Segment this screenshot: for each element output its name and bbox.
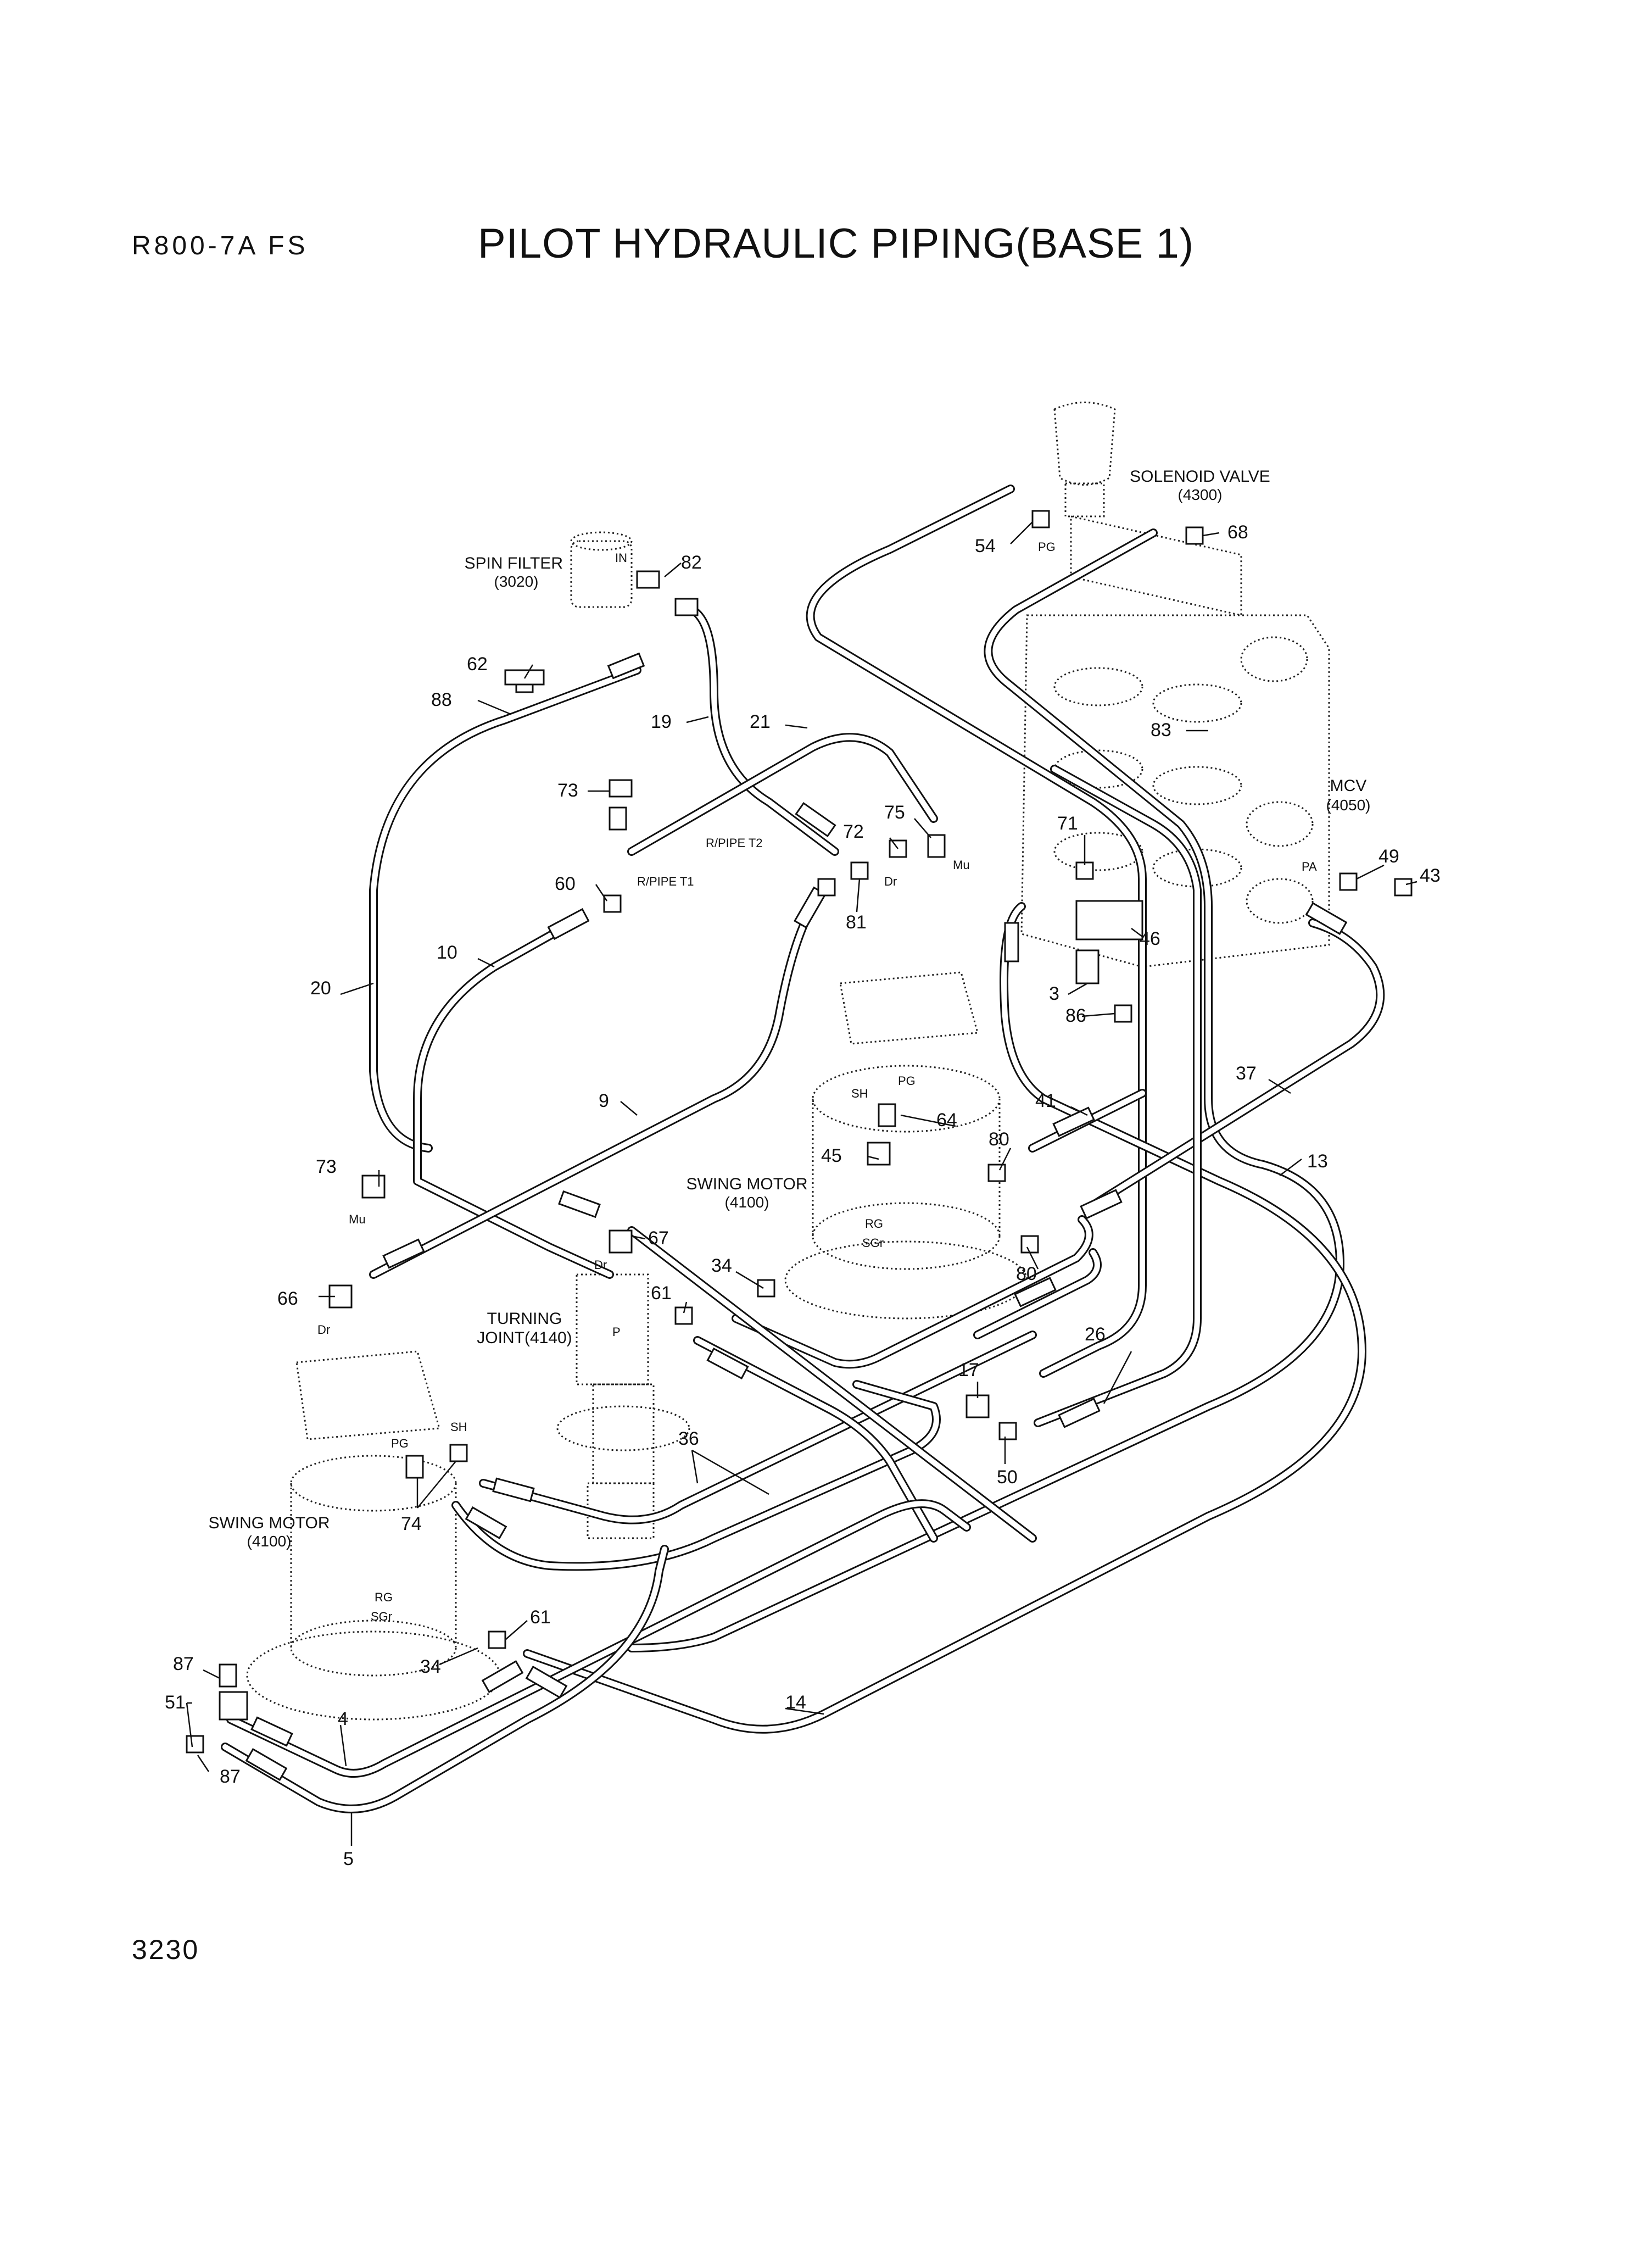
callout-88: 88 <box>431 689 452 710</box>
solenoid-valve-body <box>1053 402 1242 616</box>
callout-81: 81 <box>846 912 867 933</box>
port-rg-upper-label: RG <box>865 1217 883 1231</box>
port-mu-lower-label: Mu <box>349 1212 366 1226</box>
callout-19: 19 <box>651 711 672 732</box>
callout-14: 14 <box>785 1692 806 1713</box>
swing-motor-lower-code: (4100) <box>247 1533 292 1550</box>
port-labels: IN PG R/PIPE T2 R/PIPE T1 Dr Mu PA SH PG… <box>317 540 1317 1623</box>
port-pa-label: PA <box>1302 860 1317 873</box>
callout-72: 72 <box>843 821 864 842</box>
page-number: 3230 <box>132 1934 200 1965</box>
port-sh-lower-label: SH <box>450 1420 467 1434</box>
port-sgr-lower-label: SGr <box>371 1610 392 1623</box>
spin-filter-label: SPIN FILTER <box>465 554 563 572</box>
leader-lines <box>186 521 1417 1846</box>
callout-60: 60 <box>555 873 576 894</box>
callout-83: 83 <box>1151 720 1171 741</box>
port-dr-label: Dr <box>884 875 897 888</box>
fittings <box>186 510 1413 1754</box>
callout-80-mid: 80 <box>1016 1264 1037 1284</box>
callout-87-bottom: 87 <box>220 1766 241 1787</box>
callout-46: 46 <box>1140 928 1160 949</box>
swing-motor-lower-label: SWING MOTOR <box>208 1514 330 1532</box>
turning-joint-body <box>556 1273 690 1539</box>
port-pg-upper-label: PG <box>898 1074 916 1088</box>
callout-61-low: 61 <box>530 1607 551 1628</box>
component-labels: SPIN FILTER (3020) SOLENOID VALVE (4300)… <box>208 467 1370 1550</box>
callout-62: 62 <box>467 654 488 675</box>
callout-64: 64 <box>936 1110 957 1131</box>
callout-9: 9 <box>599 1090 609 1111</box>
port-pg-label: PG <box>1038 540 1056 554</box>
callout-86: 86 <box>1065 1005 1086 1026</box>
callout-68: 68 <box>1227 522 1248 543</box>
port-rpipe-t2-label: R/PIPE T2 <box>706 836 763 850</box>
port-rg-lower-label: RG <box>375 1590 393 1604</box>
swing-motor-upper-label: SWING MOTOR <box>686 1175 807 1193</box>
callout-74: 74 <box>401 1513 422 1534</box>
callout-61-mid: 61 <box>651 1283 672 1304</box>
callout-45: 45 <box>821 1145 842 1166</box>
spin-filter-code: (3020) <box>494 573 539 590</box>
callout-13: 13 <box>1307 1151 1328 1172</box>
callout-41: 41 <box>1035 1090 1056 1111</box>
callout-numbers: 54 68 82 62 88 19 21 83 73 72 75 60 81 7… <box>165 522 1441 1869</box>
mcv-label: MCV <box>1330 777 1367 795</box>
port-dr-turning-label: Dr <box>594 1258 607 1272</box>
callout-37: 37 <box>1236 1063 1257 1084</box>
spin-filter-body <box>570 531 633 608</box>
callout-21: 21 <box>750 711 771 732</box>
callout-73-left: 73 <box>316 1156 337 1177</box>
callout-20: 20 <box>310 978 331 999</box>
swing-motor-upper-code: (4100) <box>725 1194 769 1211</box>
callout-17: 17 <box>958 1360 979 1381</box>
hose-lines <box>221 485 1385 1813</box>
callout-5: 5 <box>343 1849 354 1869</box>
callout-4: 4 <box>338 1708 348 1729</box>
callout-80-top: 80 <box>989 1129 1009 1150</box>
port-dr-lower-label: Dr <box>317 1323 330 1337</box>
model-code: R800-7A FS <box>132 231 309 260</box>
port-mu-label: Mu <box>953 858 970 872</box>
callout-75: 75 <box>884 802 905 823</box>
callout-54: 54 <box>975 536 996 556</box>
turning-joint-code: JOINT(4140) <box>477 1329 572 1347</box>
callout-26: 26 <box>1085 1324 1106 1345</box>
callout-73-top: 73 <box>557 780 578 801</box>
callout-43: 43 <box>1420 865 1441 886</box>
callout-66: 66 <box>277 1288 298 1309</box>
port-sgr-upper-label: SGr <box>862 1236 884 1250</box>
port-sh-label: SH <box>851 1087 868 1100</box>
callout-51: 51 <box>165 1692 186 1713</box>
callout-3: 3 <box>1049 983 1059 1004</box>
port-rpipe-t1-label: R/PIPE T1 <box>637 875 694 888</box>
mcv-body <box>1020 614 1330 968</box>
solenoid-valve-label: SOLENOID VALVE <box>1130 467 1270 486</box>
mcv-code: (4050) <box>1326 797 1371 814</box>
callout-71: 71 <box>1057 813 1078 834</box>
port-pg-lower-label: PG <box>391 1437 409 1450</box>
callout-34-low: 34 <box>420 1656 441 1677</box>
callout-82: 82 <box>681 552 702 573</box>
port-in-label: IN <box>615 551 627 565</box>
turning-joint-label: TURNING <box>487 1310 562 1328</box>
hose-braid-marks <box>245 652 1348 1781</box>
callout-67: 67 <box>648 1228 669 1249</box>
callout-10: 10 <box>437 942 457 963</box>
callout-36: 36 <box>678 1428 699 1449</box>
solenoid-valve-code: (4300) <box>1178 486 1223 503</box>
page-title: PILOT HYDRAULIC PIPING(BASE 1) <box>478 220 1195 267</box>
callout-87-top: 87 <box>173 1654 194 1674</box>
port-p-label: P <box>612 1325 621 1339</box>
callout-34-mid: 34 <box>711 1255 732 1276</box>
callout-49: 49 <box>1378 846 1399 867</box>
callout-50: 50 <box>997 1467 1018 1488</box>
